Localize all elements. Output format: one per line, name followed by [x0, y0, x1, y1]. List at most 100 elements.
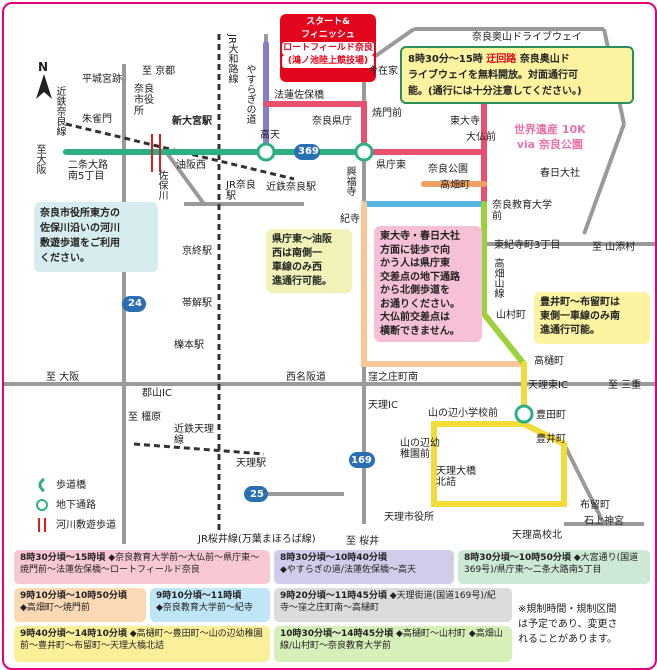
place-shin-omiya: 新大宮駅	[172, 116, 212, 127]
place-koriyama-ic: 郡山IC	[142, 388, 172, 399]
place-city-hall: 奈良市役所	[134, 84, 154, 117]
place-obitoke: 帯解駅	[182, 298, 212, 309]
disclaimer-line3: れることがあります。	[518, 634, 617, 645]
city-hall-line2: 佐保川沿いの河川	[40, 223, 120, 234]
place-kintetsu-nara-line: 近鉄奈良線	[54, 86, 65, 136]
place-tenri-high: 天理高校北	[512, 530, 562, 541]
place-tenri-ohashi: 天理大橋北詰	[436, 466, 476, 488]
driveway-name: 奈良奥山ド	[516, 54, 570, 65]
place-toyoi: 豊井町	[536, 434, 566, 445]
toyoi-callout: 豊井町〜布留町は 東側一車線のみ南 進通行可能。	[534, 292, 650, 344]
place-kashihara: 至 橿原	[128, 412, 162, 423]
schedule-route: ◆大宮通り(国道369号)/県庁東〜二条大路南5丁目	[464, 553, 639, 575]
underpass-icon	[256, 142, 276, 162]
heritage-line1: 世界遺産 10K	[514, 123, 586, 136]
place-kyodai: 奈良教育大学前	[492, 200, 552, 222]
schedule-note-8: 10時30分頃〜14時45分頃 ◆高樋町〜山村町 ◆高畑山線/山村町〜奈良教育大…	[274, 626, 512, 662]
schedule-note-4: 9時10分頃〜10時50分頃 ◆高畑町〜焼門前	[14, 588, 146, 622]
place-yamanobe-school: 山の辺小学校前	[428, 408, 498, 419]
place-tenri-ic: 天理IC	[368, 400, 398, 411]
place-kofukuji: 興福寺	[344, 166, 355, 196]
place-yamazoe: 至 山添村	[592, 242, 636, 253]
walk-line5: から北側歩道を	[380, 285, 450, 296]
heritage-line2: via 奈良公園	[516, 138, 583, 151]
road-driveway-south	[582, 123, 626, 235]
schedule-note-6: 9時20分頃〜11時45分頃 ◆天理街道(国道169号)/紀寺〜窪之庄町南〜高樋…	[274, 588, 512, 622]
venue-sub-label: (鴻ノ池陸上競技場)	[282, 55, 374, 68]
place-aburasaka: 油阪西	[176, 160, 206, 171]
toyoi-line3: 進通行可能。	[540, 325, 600, 336]
place-ichinomoto: 櫟本駅	[174, 340, 204, 351]
legend-bridge: 歩道橋	[56, 480, 86, 491]
city-hall-line3: 敷遊歩道をご利用	[40, 238, 120, 249]
schedule-time: 9時10分頃〜11時頃	[156, 591, 242, 601]
schedule-route: ◆天理街道(国道169号)/紀寺〜窪之庄町南〜高樋町	[280, 591, 496, 613]
place-tenri-city-hall: 天理市役所	[384, 512, 434, 523]
place-heijo: 平城宮跡	[82, 74, 122, 85]
venue-label: ロートフィールド奈良	[282, 42, 374, 55]
north-arrow-icon	[36, 74, 52, 99]
walk-line7: 大仏前交差点は	[380, 312, 450, 323]
start-label: スタート&	[306, 17, 350, 27]
place-furucho: 布留町	[580, 500, 610, 511]
legend-riverside: 河川敷遊歩道	[56, 520, 116, 531]
driveway-line3: 能。(通行には十分注意してください。)	[408, 86, 582, 97]
course-main	[263, 101, 367, 155]
kencho-line1: 県庁東〜油阪	[272, 234, 332, 245]
schedule-note-1: 8時30分頃〜15時頃 ◆奈良教育大学前〜大仏前〜県庁東〜焼門前〜法蓮佐保橋〜ロ…	[14, 550, 270, 584]
place-kintetsu-nara: 近鉄奈良駅	[266, 182, 316, 193]
underpasses	[256, 142, 534, 424]
bridge-icon	[38, 477, 45, 493]
place-sakurai: 至 桜井	[346, 536, 380, 547]
place-daibutsu: 大仏前	[466, 132, 496, 143]
schedule-route: ◆奈良教育大学前〜大仏前〜県庁東〜焼門前〜法蓮佐保橋〜ロートフィールド奈良	[20, 553, 260, 575]
schedule-time: 8時30分頃〜15時頃	[20, 553, 106, 563]
city-hall-line4: ください。	[40, 253, 90, 264]
place-jr-tenri: 天理駅	[236, 458, 266, 469]
riverside-arrows	[151, 134, 161, 172]
place-saho-river: 佐保川	[156, 170, 167, 200]
route-shield-icon	[294, 144, 320, 160]
finish-label: フィニッシュ	[301, 30, 355, 40]
route-shields	[122, 144, 375, 502]
road-diag	[162, 147, 206, 206]
place-jr-sakurai-line: JR桜井線(万葉まほろば線)	[198, 534, 316, 545]
route-shield-icon	[244, 486, 268, 502]
place-yasuragi: やすらぎの道	[244, 64, 255, 124]
schedule-route: ◆やすらぎの道/法蓮佐保橋〜高天	[280, 565, 416, 575]
schedule-route: ◆高畑町〜焼門前	[20, 603, 90, 613]
railways	[65, 34, 295, 534]
legend-underpass: 地下通路	[56, 500, 96, 511]
route-24-label: 24	[128, 298, 142, 309]
city-hall-callout: 奈良市役所東方の 佐保川沿いの河川 敷遊歩道をご利用 ください。	[34, 202, 158, 272]
walk-line8: 横断できません。	[380, 325, 460, 337]
underpass-icon	[36, 499, 48, 511]
kencho-line4: 進通行可能。	[272, 276, 332, 287]
schedule-note-7: 9時40分頃〜14時10分頃 ◆高樋町〜豊田町〜山の辺幼稚園前〜豊井町〜布留町〜…	[14, 626, 270, 662]
place-kencho-mae: 奈良県庁	[312, 116, 352, 127]
place-yakeimon: 焼門前	[372, 108, 402, 119]
course-tenri	[431, 361, 567, 507]
place-kitoji3: 東紀寺町3丁目	[494, 240, 561, 251]
schedule-note-3: 8時30分頃〜10時50分頃 ◆大宮通り(国道369号)/県庁東〜二条大路南5丁…	[458, 550, 650, 584]
place-jr-yamatoji: JR大和路線	[226, 34, 237, 84]
schedule-time: 9時20分頃〜11時45分頃	[280, 591, 387, 601]
disclaimer-line2: は予定であり、変更さ	[518, 619, 618, 630]
schedule-time: 9時10分頃〜10時50分頃	[20, 591, 127, 601]
course-takahata	[481, 201, 527, 367]
city-hall-line1: 奈良市役所東方の	[40, 208, 120, 219]
place-takahatake-san: 高畑山線	[492, 258, 503, 298]
driveway-line2: ライブウェイを無料開放。対面通行可	[408, 70, 578, 81]
place-yamamura: 山村町	[496, 310, 526, 321]
place-hinohara: 窪之庄町南	[368, 372, 418, 383]
place-isonokami: 石上神宮	[584, 516, 624, 527]
schedule-time: 8時30分頃〜10時40分頃	[280, 553, 387, 563]
road-furu	[562, 443, 606, 525]
walk-callout: 東大寺・春日大社 方面に徒歩で向 かう人は県庁東 交差点の地下通路 から北側歩道…	[374, 226, 482, 342]
schedule-note-2: 8時30分頃〜10時40分頃 ◆やすらぎの道/法蓮佐保橋〜高天	[274, 550, 454, 584]
route-25-label: 25	[250, 489, 264, 500]
legend-icons	[36, 477, 48, 532]
place-nijo-oji: 二条大路南5丁目	[68, 160, 108, 182]
kencho-line3: 車線のみ西	[272, 262, 322, 273]
place-takahicho: 高樋町	[534, 356, 564, 367]
